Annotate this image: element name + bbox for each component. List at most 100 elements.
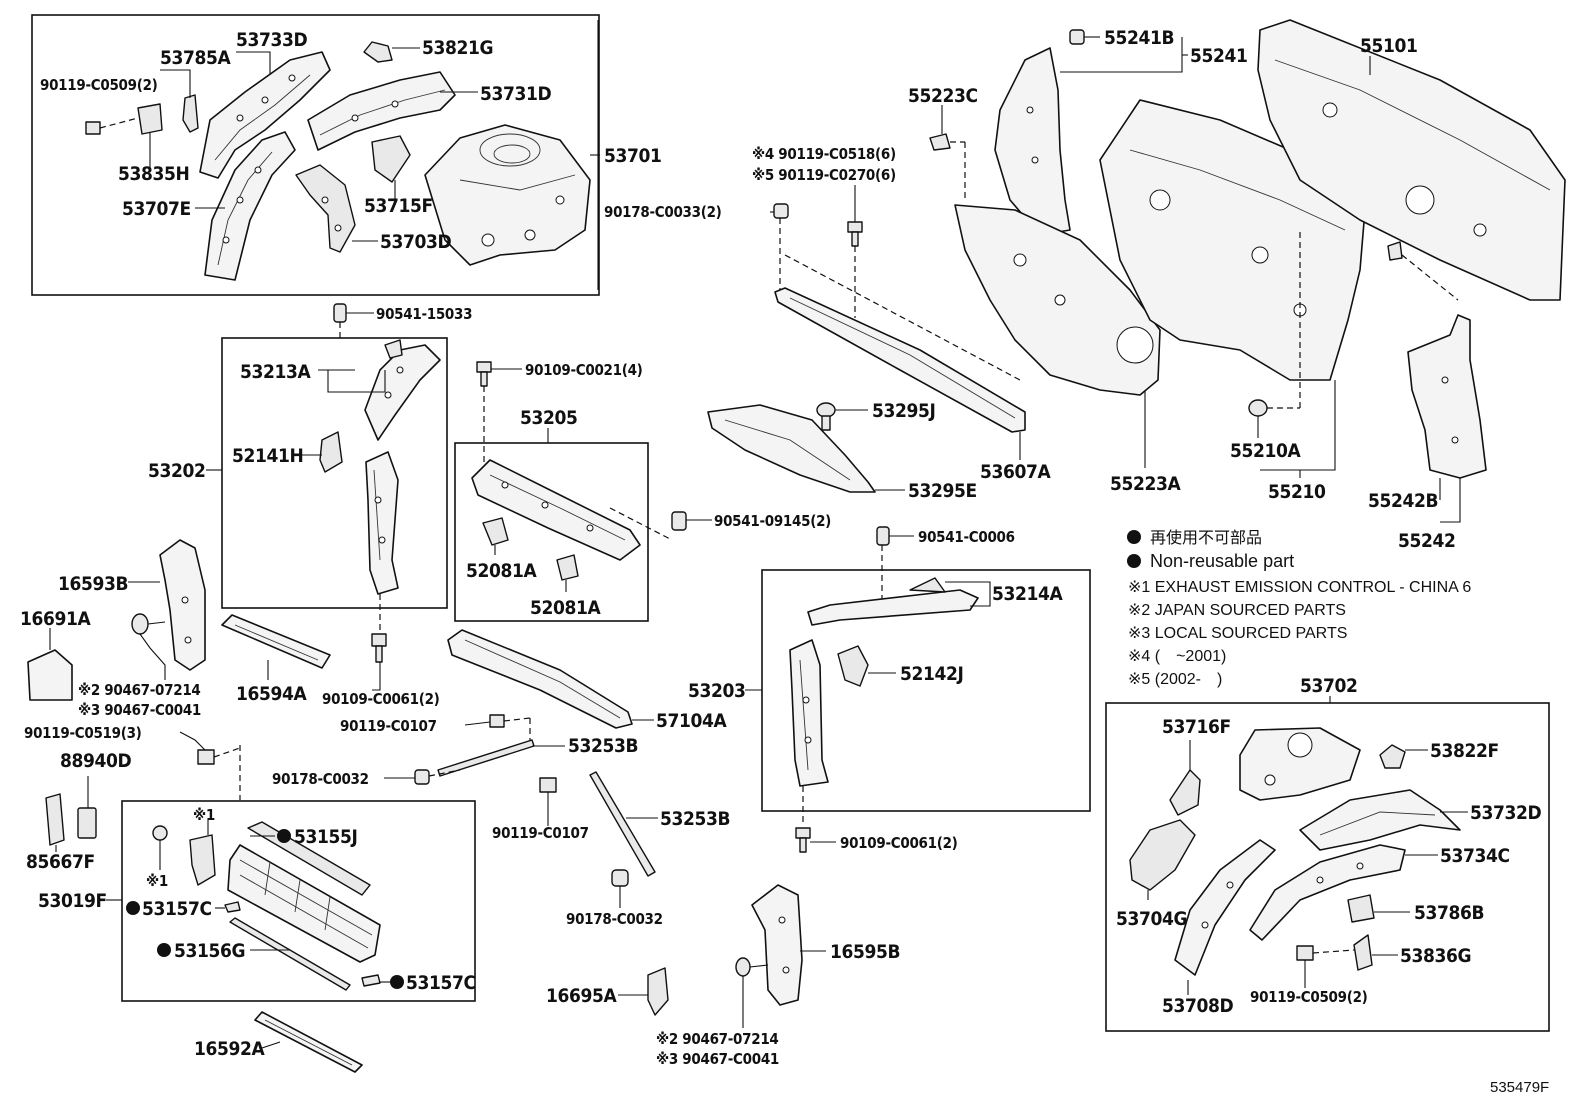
grommet-90541-C0006 [876, 526, 914, 605]
part-53156G-seal [229, 917, 351, 991]
part-52141H [319, 431, 343, 473]
nonreusable-dot-53157C-b [390, 975, 404, 989]
label-55241B: 55241B [1104, 27, 1174, 49]
part-53785A [182, 94, 199, 133]
clip-53295J [816, 402, 868, 431]
label-55210: 55210 [1268, 481, 1326, 503]
label-16695A: 16695A [546, 985, 617, 1007]
label-53213A: 53213A [240, 361, 311, 383]
label-55101: 55101 [1360, 35, 1417, 57]
part-53734C [1249, 844, 1406, 941]
label-55242: 55242 [1398, 530, 1455, 552]
group-box-53202 [221, 337, 448, 609]
nut-90178-C0032-b [611, 869, 629, 908]
label-53785A: 53785A [160, 47, 231, 69]
nonreusable-dot-53156G [157, 943, 171, 957]
part-53607A-support [774, 287, 1026, 433]
part-53708D [1174, 839, 1276, 976]
nut-90178-C0032-a [384, 769, 461, 785]
part-53835H [137, 103, 163, 135]
label-53733D: 53733D [236, 29, 307, 51]
part-labels: 53733D 53785A 53821G 90119-C0509(2) 5373… [20, 27, 1542, 1068]
diagram-id: 535479F [1490, 1079, 1549, 1096]
label-53732D: 53732D [1470, 802, 1541, 824]
part-52081A-1 [482, 517, 509, 546]
label-53157C-a: 53157C [142, 898, 212, 920]
part-53821G [363, 41, 393, 63]
clip-53157C-a [224, 901, 241, 913]
label-star1-a: ※1 [193, 806, 215, 824]
label-53835H: 53835H [118, 163, 189, 185]
label-53716F: 53716F [1162, 716, 1231, 738]
label-53821G: 53821G [422, 37, 493, 59]
label-52141H: 52141H [232, 445, 303, 467]
label-90109-C0061-b: 90109-C0061(2) [840, 834, 958, 852]
part-52142J [837, 645, 869, 687]
group-box-53702 [1105, 702, 1550, 1032]
label-90541-C0006: 90541-C0006 [918, 528, 1015, 546]
label-55210A: 55210A [1230, 440, 1301, 462]
clip-55242-top [1387, 241, 1459, 301]
bolt-90109-C0021 [476, 361, 522, 462]
label-53019F: 53019F [38, 890, 107, 912]
legend-dot-en [1127, 554, 1141, 568]
label-53214A: 53214A [992, 583, 1063, 605]
label-53202: 53202 [148, 460, 205, 482]
label-90119-C0509-bot: 90119-C0509(2) [1250, 988, 1368, 1006]
part-53732D [1299, 789, 1461, 851]
label-53822F: 53822F [1430, 740, 1499, 762]
label-53836G: 53836G [1400, 945, 1471, 967]
label-53704G: 53704G [1116, 908, 1187, 930]
label-55223A: 55223A [1110, 473, 1181, 495]
part-53019F-shutter [227, 844, 381, 963]
label-90178-C0032-b: 90178-C0032 [566, 910, 663, 928]
label-53703D: 53703D [380, 231, 451, 253]
bolt-90119-C0509-bot [1296, 945, 1355, 988]
label-90541-15033: 90541-15033 [376, 305, 472, 323]
bolt-90119-C0509-top [85, 117, 139, 135]
nonreusable-dot-53157C-a [126, 901, 140, 915]
nonreusable-dot-53155J [277, 829, 291, 843]
legend-marker-ja: 再使用不可部品 [1150, 529, 1262, 547]
label-55223C: 55223C [908, 85, 978, 107]
bolt-90109-C0061-b [795, 827, 836, 853]
legend-note-4: ※4 ( ~2001) [1128, 648, 1226, 665]
legend-marker-en: Non-reusable part [1150, 551, 1294, 571]
label-90109-C0061-a: 90109-C0061(2) [322, 690, 440, 708]
label-90119-C0519: 90119-C0519(3) [24, 724, 142, 742]
label-55241: 55241 [1190, 45, 1247, 67]
part-16595B [751, 884, 803, 1006]
clip-55210A [1248, 230, 1301, 438]
label-90467-07214-a: ※2 90467-07214 [78, 681, 201, 699]
group-box-53205 [454, 442, 649, 622]
part-53716F [1169, 769, 1201, 816]
group-box-53019F [121, 800, 476, 1002]
bolt-90119-C0518 [847, 185, 863, 318]
label-85667F: 85667F [26, 851, 95, 873]
label-90119-C0270: ※5 90119-C0270(6) [752, 166, 896, 184]
part-53203-pillar [789, 639, 829, 787]
label-90109-C0021: 90109-C0021(4) [525, 361, 643, 379]
label-88940D: 88940D [60, 750, 131, 772]
part-53703D [295, 164, 356, 253]
clip-53157C-b [361, 974, 381, 987]
clip-90467 [131, 613, 166, 680]
clip-55223C [929, 105, 966, 200]
label-53253B-a: 53253B [568, 735, 638, 757]
label-53734C: 53734C [1440, 845, 1510, 867]
part-53715F [371, 135, 411, 183]
bolt-90119-C0519 [179, 731, 241, 800]
label-90467-07214-b: ※2 90467-07214 [656, 1030, 779, 1048]
part-16592A [254, 1011, 363, 1073]
label-53253B-b: 53253B [660, 808, 730, 830]
label-52142J: 52142J [900, 663, 963, 685]
bolt-90119-C0107-b [539, 777, 557, 826]
part-53707E [204, 131, 296, 281]
label-53203: 53203 [688, 680, 745, 702]
part-55101-dash [1257, 19, 1566, 301]
label-90467-C0041-a: ※3 90467-C0041 [78, 701, 201, 719]
label-53786B: 53786B [1414, 902, 1484, 924]
legend-note-2: ※2 JAPAN SOURCED PARTS [1128, 602, 1346, 619]
label-57104A: 57104A [656, 710, 727, 732]
part-53202-pillar [365, 451, 399, 595]
